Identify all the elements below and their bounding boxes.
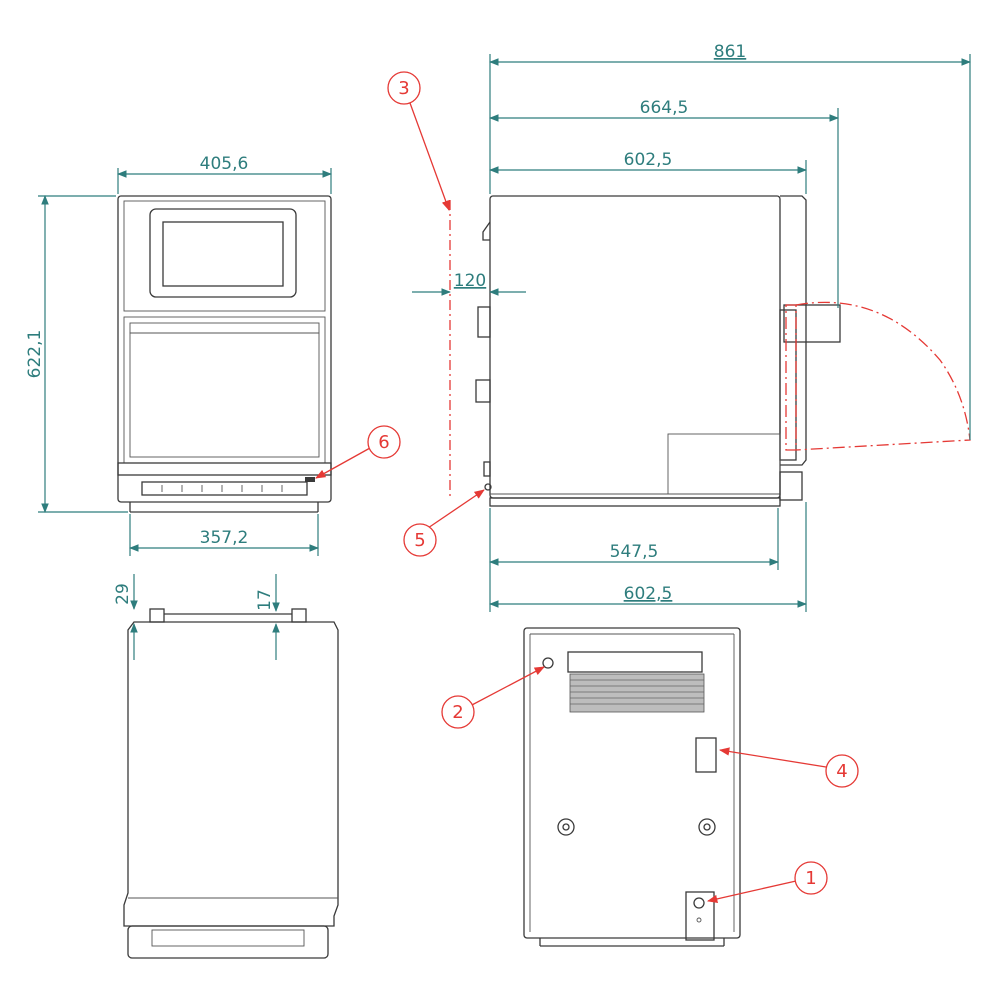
side-bottom-inner-dimension: 547,5 <box>489 508 779 612</box>
top-29-dimension: 29 <box>113 574 138 660</box>
side-clearance-dimension: 120 <box>412 271 526 296</box>
rear-view <box>523 627 741 947</box>
callout-1-label: 1 <box>805 868 816 889</box>
front-width-label: 405,6 <box>200 154 249 174</box>
side-body-dimension: 602,5 <box>489 150 807 194</box>
front-feet-label: 357,2 <box>200 528 249 548</box>
front-width-dimension: 405,6 <box>117 154 332 194</box>
side-view <box>449 195 971 507</box>
front-height-dimension: 622,1 <box>25 195 128 513</box>
callout-4: 4 <box>718 747 859 788</box>
side-bottom-inner-label: 547,5 <box>610 542 659 562</box>
side-overall-dimension: 861 <box>489 42 971 440</box>
callout-6-label: 6 <box>378 432 389 453</box>
callout-3-label: 3 <box>398 78 409 99</box>
side-body-label: 602,5 <box>624 150 673 170</box>
top-17-dimension: 17 <box>255 574 280 660</box>
front-feet-dimension: 357,2 <box>129 514 319 556</box>
side-door-label: 664,5 <box>640 98 689 118</box>
callout-3: 3 <box>387 71 450 211</box>
callout-6: 6 <box>315 425 401 479</box>
top-17-label: 17 <box>255 589 275 611</box>
callout-4-label: 4 <box>836 761 847 782</box>
front-view <box>117 195 332 513</box>
callout-2-label: 2 <box>452 702 463 723</box>
top-view <box>123 608 339 959</box>
side-door-dimension: 664,5 <box>489 98 839 308</box>
callout-2: 2 <box>441 666 545 729</box>
top-29-label: 29 <box>113 583 133 605</box>
callout-1: 1 <box>706 861 828 903</box>
side-bottom-outer-label: 602,5 <box>624 584 673 604</box>
callout-5: 5 <box>403 489 485 557</box>
callout-5-label: 5 <box>414 530 425 551</box>
side-overall-label: 861 <box>714 42 746 62</box>
side-clearance-label: 120 <box>454 271 486 291</box>
side-bottom-outer-dimension: 602,5 <box>489 502 807 612</box>
front-height-label: 622,1 <box>25 330 45 379</box>
